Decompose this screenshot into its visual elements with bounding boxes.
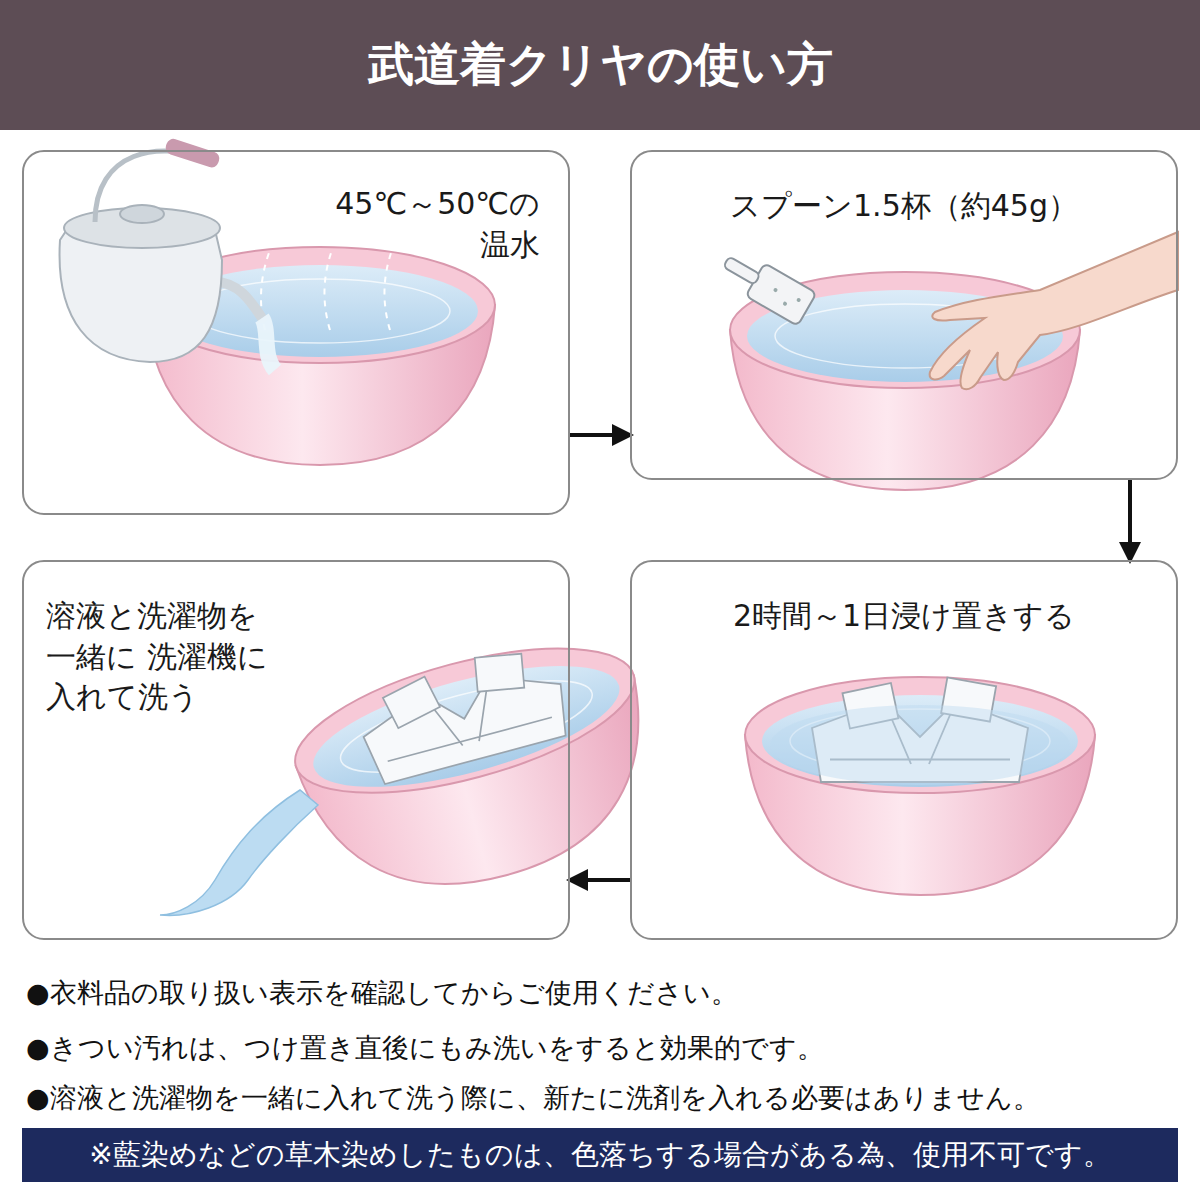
step-text: 45℃～50℃の 温水 [290,184,540,265]
note-text: ●溶液と洗濯物を一緒に入れて洗う際に、新たに洗剤を入れる必要はありません。 [26,1080,1186,1115]
title-text: 武道着クリヤの使い方 [0,0,1200,130]
flow-arrow [1128,480,1132,560]
warning-band: ※藍染めなどの草木染めしたものは、色落ちする場合がある為、使用不可です。 [22,1128,1178,1182]
step-panel: 溶液と洗濯物を 一緒に 洗濯機に 入れて洗う [22,560,570,940]
flow-arrow [570,878,630,882]
step-text: スプーン1.5杯（約45g） [632,186,1176,227]
step-panel: スプーン1.5杯（約45g） [630,150,1178,480]
note-text: ●きつい汚れは、つけ置き直後にもみ洗いをすると効果的です。 [26,1030,1186,1065]
step-text: 2時間～1日浸け置きする [632,596,1176,637]
note-text: ●衣料品の取り扱い表示を確認してからご使用ください。 [26,975,1186,1010]
step-text: ※藍染めなどの草木染めしたものは、色落ちする場合がある為、使用不可です。 [22,1136,1178,1174]
step-panel: 2時間～1日浸け置きする [630,560,1178,940]
step-panel: 45℃～50℃の 温水 [22,150,570,515]
step-text: 溶液と洗濯物を 一緒に 洗濯機に 入れて洗う [46,596,268,718]
flow-arrow [570,433,630,437]
